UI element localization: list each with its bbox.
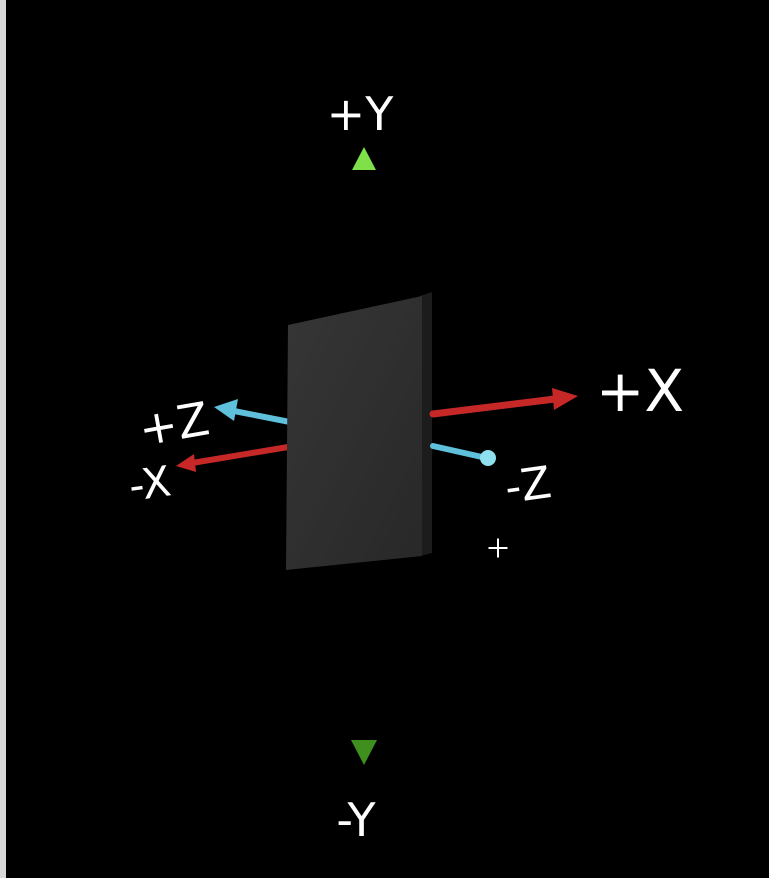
panel-front [286,296,422,570]
crosshair-cursor-icon [487,537,509,559]
plus-y-arrow [352,147,376,305]
minus-y-arrow [351,583,377,765]
label-plus-x: +X [596,357,684,425]
plus-x-arrow [429,388,578,418]
label-plus-y: +Y [327,87,395,141]
panel-side [420,292,432,556]
minus-z-arrow [430,443,496,466]
window-edge [0,0,6,878]
minus-x-arrow [176,444,291,472]
label-minus-y: -Y [336,793,376,847]
label-plus-z: +Z [135,391,213,456]
label-minus-z: -Z [502,457,555,514]
label-minus-x: -X [126,456,174,510]
